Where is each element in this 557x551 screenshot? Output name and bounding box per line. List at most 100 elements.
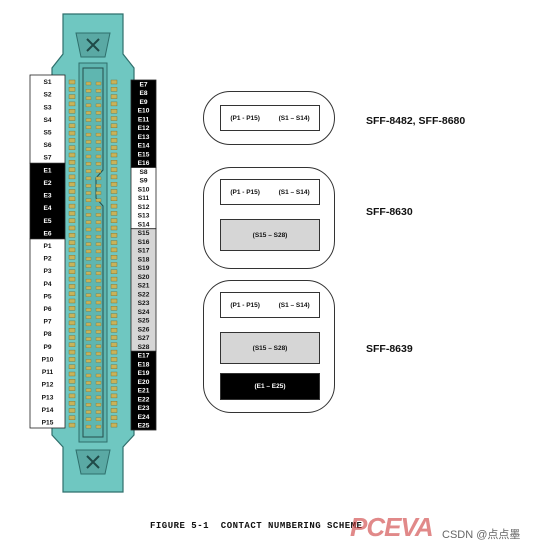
right-inner-pin [95,227,102,232]
left-contact-label: P14 [42,407,54,414]
left-pin-contact [68,262,76,267]
left-pin-contact [68,284,76,289]
left-contact-label: P11 [42,369,54,376]
right-pin-contact [110,269,118,274]
left-inner-pin [85,184,92,188]
right-inner-pin [95,176,102,181]
left-pin-contact [68,152,76,158]
left-inner-pin [85,257,92,261]
left-pin-contact [68,269,76,274]
left-pin-contact [68,422,76,428]
left-pin-contact [68,138,76,143]
left-contact-label: S5 [43,130,51,137]
right-inner-pin [95,264,102,268]
right-inner-pin [95,140,102,144]
right-pin-contact [110,276,118,282]
left-inner-pin [85,154,92,159]
left-pin-contact [68,79,76,85]
left-pin-contact [68,240,76,245]
right-contact-label: E15 [138,151,150,158]
left-pin-contact [68,408,76,413]
right-inner-pin [95,89,102,93]
left-pin-contact [68,87,76,92]
right-contact-label: S16 [138,239,150,246]
left-inner-pin [85,373,92,378]
right-contact-label: S12 [138,204,150,211]
left-contact-label: E5 [43,218,51,225]
right-inner-pin [95,337,102,341]
watermark-text: CSDN @点点墨 [442,529,521,541]
right-inner-pin [95,351,102,356]
right-inner-pin [95,308,102,312]
left-inner-pin [85,103,92,108]
right-inner-pin [95,242,102,246]
right-pin-contact [110,211,118,216]
right-contact-label: S19 [138,265,150,272]
left-inner-pin [85,344,92,348]
left-pin-contact [68,401,76,406]
bottom-latch-cross [86,455,100,469]
right-contact-label: E18 [138,361,150,368]
right-group-3 [130,350,157,431]
left-contact-label: E3 [43,193,51,200]
right-inner-pin [95,154,102,159]
right-contact-label: S15 [138,230,150,237]
left-pin-contact [68,349,76,355]
right-contact-label: S26 [138,326,150,333]
left-inner-pin [85,388,92,392]
left-inner-pin [85,147,92,151]
left-pin-contact [68,393,76,399]
left-pin-contact [68,415,76,420]
left-contact-label: P1 [43,243,51,250]
left-contact-label: P4 [43,281,51,288]
right-pin-contact [110,328,118,333]
right-inner-pin [95,249,102,254]
right-pin-contact [110,152,118,158]
left-inner-pin [85,205,92,210]
left-pin-contact [68,225,76,231]
left-inner-pin [85,330,92,334]
left-pin-contact [68,101,76,107]
right-pin-contact [110,313,118,318]
right-pin-contact [110,357,118,362]
left-contact-label: S1 [43,79,51,86]
left-inner-pin [85,220,92,224]
right-inner-pin [95,293,102,297]
right-inner-pin [95,410,102,414]
left-inner-pin [85,118,92,122]
left-contact-label: E6 [43,230,51,237]
right-inner-pin [95,322,102,327]
right-pin-contact [110,101,118,107]
right-pin-contact [110,116,118,121]
left-inner-pin [85,235,92,239]
right-pin-contact [110,393,118,399]
right-contact-label: E25 [138,423,150,430]
sff-8630-primary-range: (P1 - P15) [230,188,260,196]
right-pin-contact [110,284,118,289]
left-contact-label: P13 [42,394,54,401]
left-pin-contact [68,196,76,202]
left-pin-contact [68,364,76,369]
right-pin-contact [110,145,118,150]
left-pin-contact [68,306,76,311]
right-pin-contact [110,386,118,391]
left-pin-contact [68,371,76,377]
right-contact-label: E23 [138,405,150,412]
left-pin-contact [68,379,76,384]
right-pin-contact [110,218,118,223]
right-pin-contact [110,130,118,136]
right-pin-contact [110,401,118,406]
left-inner-pin [85,242,92,246]
keying-notch [82,67,104,438]
left-group-1 [29,162,66,240]
left-pin-contact [68,123,76,129]
sff-8630-label: SFF-8630 [366,206,413,218]
right-inner-pin [95,315,102,319]
right-pin-contact [110,349,118,355]
left-contact-label: P9 [43,344,51,351]
left-pin-contact [68,298,76,304]
right-inner-pin [95,162,102,166]
right-inner-pin [95,424,102,429]
left-inner-pin [85,351,92,356]
sff-8639-secondary-range: (S1 – S14) [278,301,310,309]
